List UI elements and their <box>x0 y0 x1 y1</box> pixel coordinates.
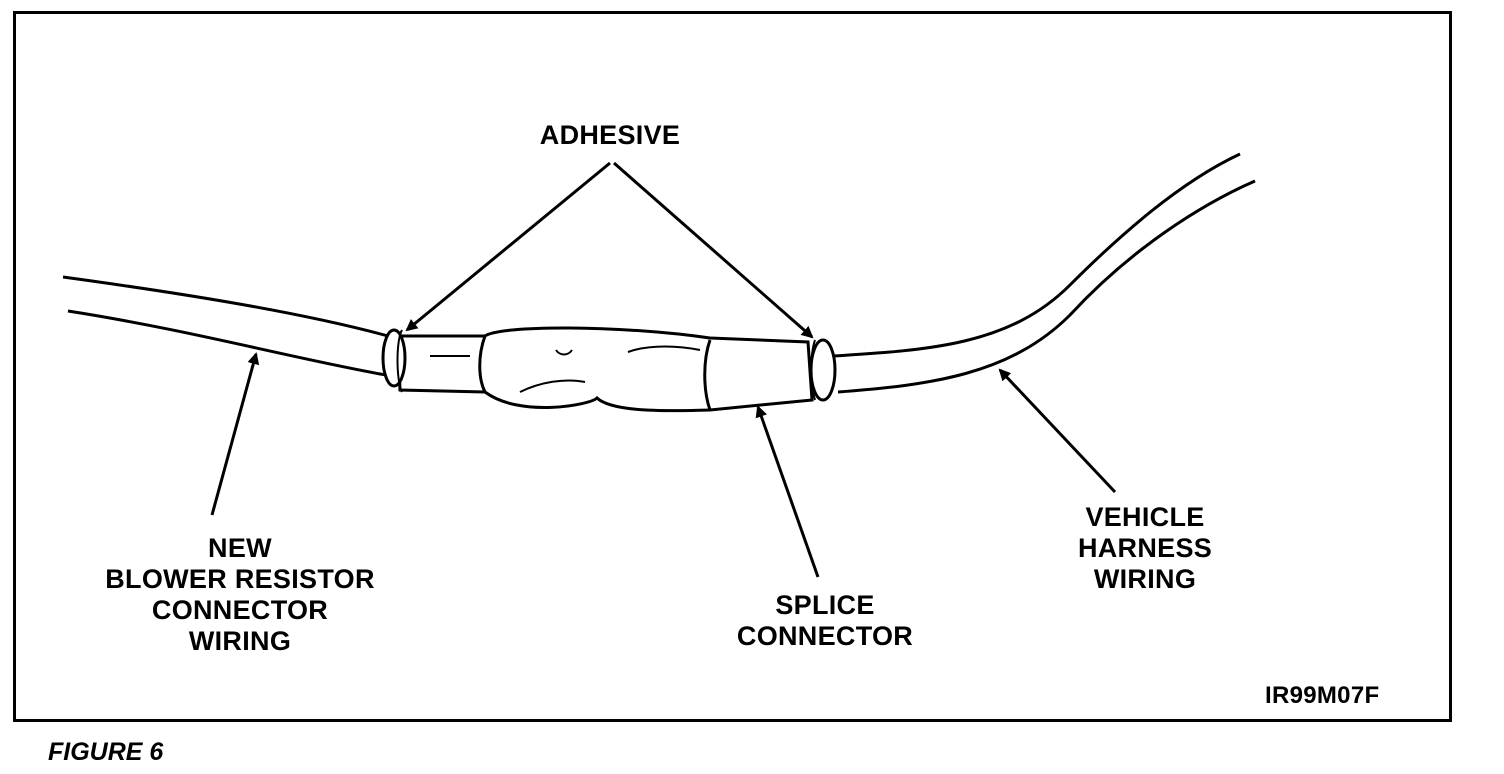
figure-code: IR99M07F <box>1265 682 1380 709</box>
splice-connector-label: SPLICE CONNECTOR <box>736 590 914 651</box>
new-blower-resistor-wiring-label: NEW BLOWER RESISTOR CONNECTOR WIRING <box>105 533 375 656</box>
right-wire <box>833 152 1256 394</box>
new-wiring-arrow <box>210 352 260 516</box>
adhesive-arrows <box>405 161 814 339</box>
adhesive-label: ADHESIVE <box>539 120 681 150</box>
figure-caption: FIGURE 6 <box>48 738 164 766</box>
vehicle-wiring-arrow <box>998 368 1117 494</box>
splice-arrow <box>755 405 820 578</box>
left-wire <box>62 275 389 377</box>
vehicle-harness-wiring-label: VEHICLE HARNESS WIRING <box>1077 502 1213 594</box>
figure-frame <box>13 11 1452 722</box>
splice-connector-body <box>381 326 837 413</box>
